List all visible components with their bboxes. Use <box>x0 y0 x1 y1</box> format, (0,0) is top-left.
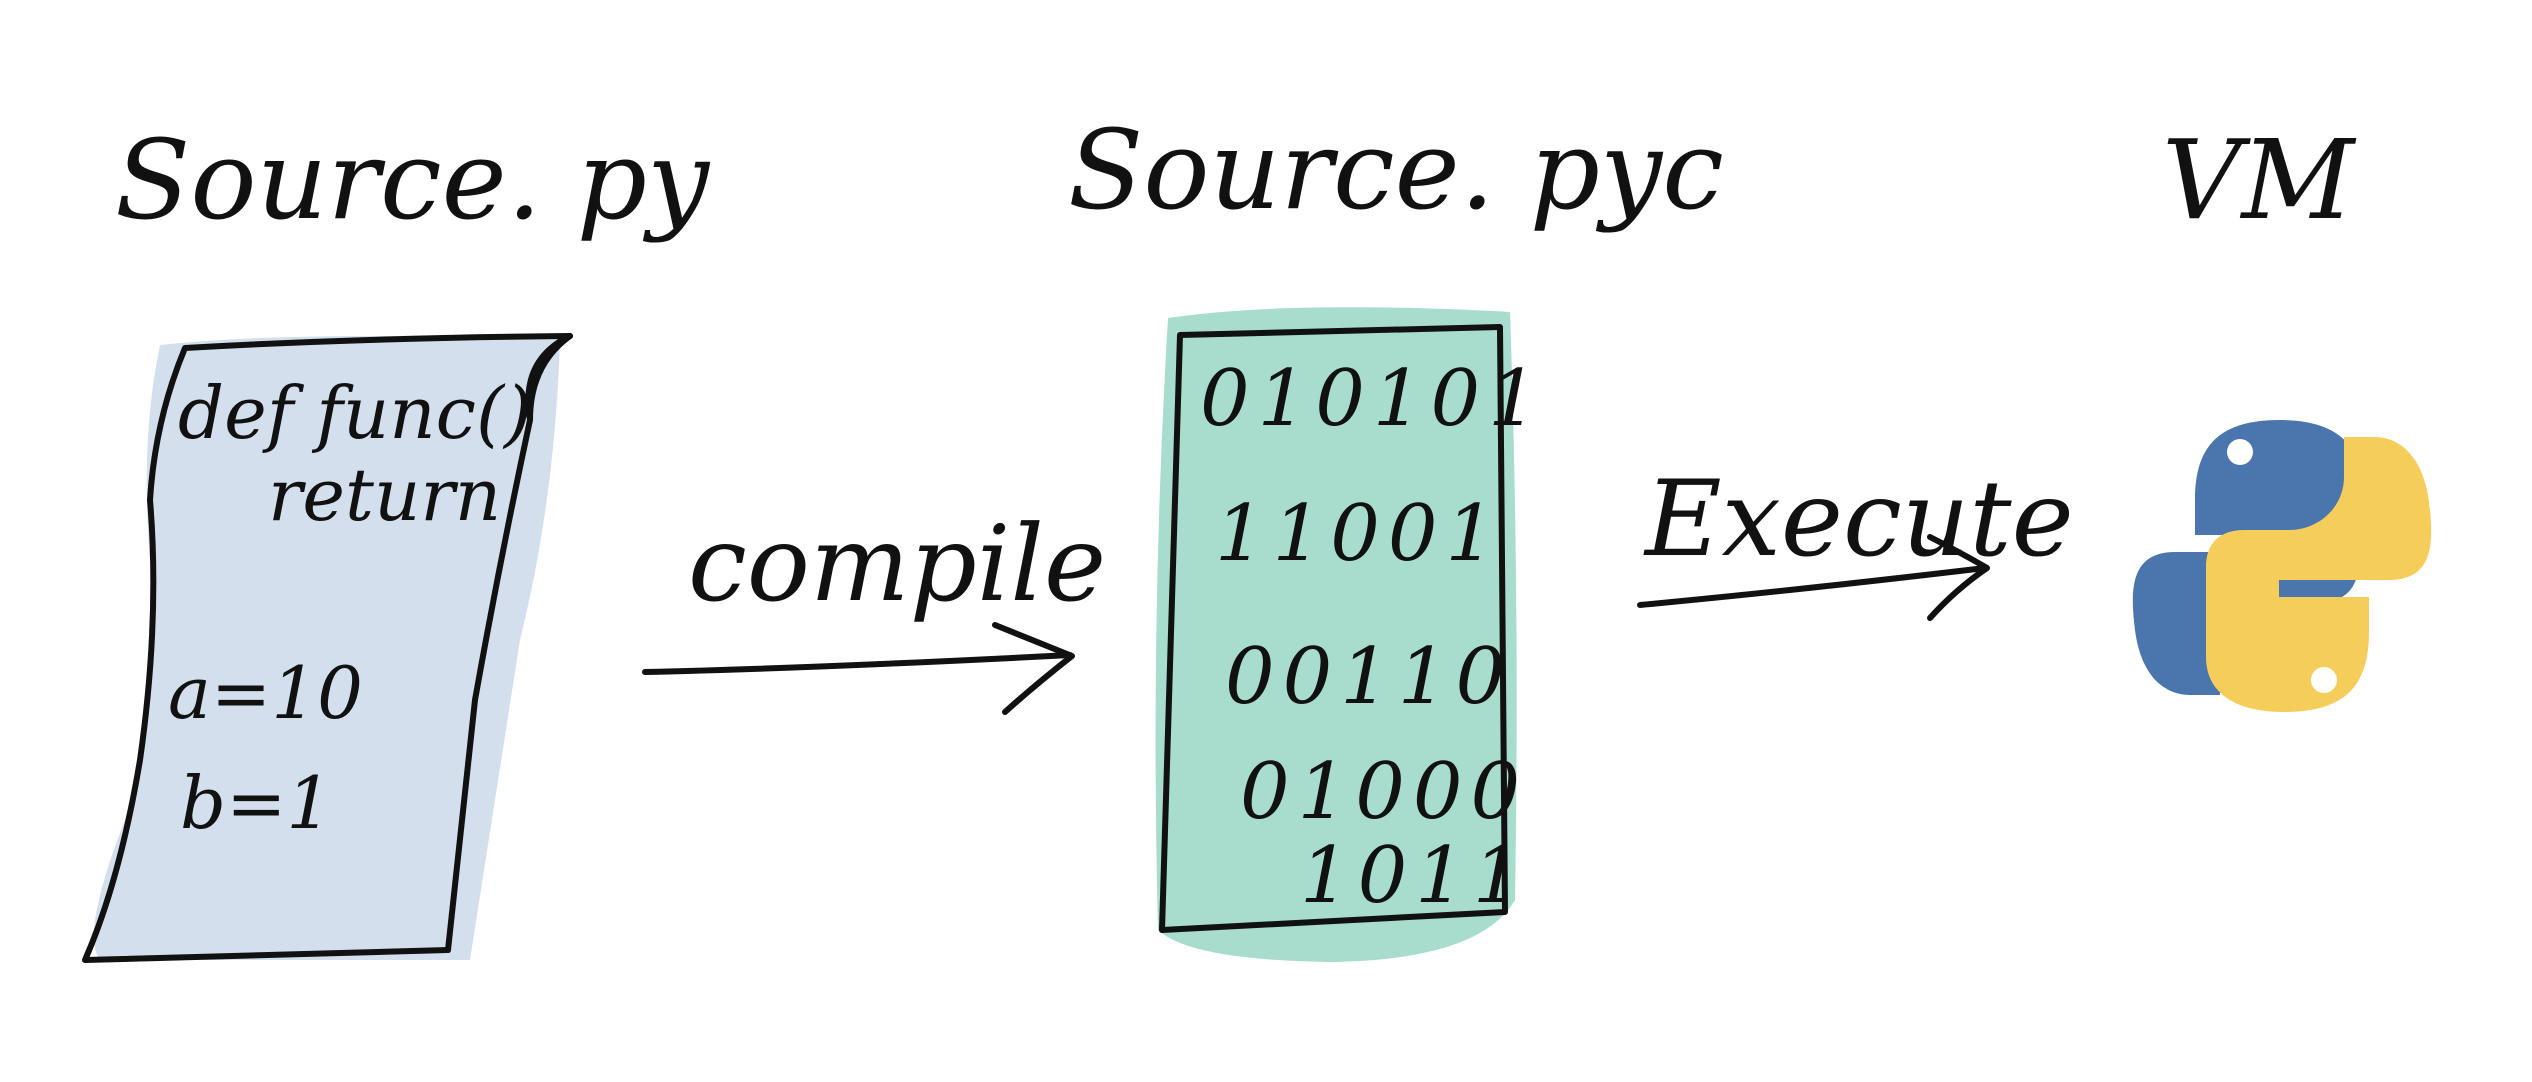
compile-arrow-head <box>992 622 1075 715</box>
code-line-4: b=1 <box>180 761 332 845</box>
execute-label: Execute <box>1643 458 2074 580</box>
python-logo-yellow-half <box>2206 437 2432 712</box>
compile-arrow: compile <box>642 503 1106 715</box>
code-line-3: a=10 <box>168 651 363 735</box>
code-line-1: def func() <box>178 371 532 455</box>
source-py-title: Source. py <box>115 116 711 244</box>
source-py-document-fill <box>93 336 560 960</box>
source-py-document-curl <box>527 333 573 423</box>
execute-arrow-shaft <box>1637 565 1988 608</box>
execute-arrow-head <box>1927 534 1990 621</box>
source-pyc-block: 010101 11001 00110 01000 1011 <box>1155 307 1546 962</box>
source-py-document: def func() return a=10 b=1 <box>82 333 573 963</box>
execute-arrow: Execute <box>1637 458 2074 621</box>
compile-arrow-shaft <box>642 652 1073 675</box>
python-logo-yellow-eye <box>2311 667 2337 693</box>
bits-line-5: 1011 <box>1300 831 1531 921</box>
source-pyc-block-outline <box>1159 324 1508 933</box>
python-logo-blue-eye <box>2227 439 2253 465</box>
code-line-2: return <box>268 453 501 537</box>
python-logo-icon <box>2132 420 2432 712</box>
bits-line-4: 01000 <box>1240 747 1528 837</box>
bits-line-3: 00110 <box>1225 632 1513 722</box>
source-pyc-block-fill <box>1155 307 1517 962</box>
bits-line-2: 11001 <box>1215 489 1503 579</box>
compile-label: compile <box>688 503 1106 625</box>
source-pyc-title: Source. pyc <box>1068 106 1724 234</box>
bits-line-1: 010101 <box>1200 354 1546 444</box>
source-py-document-outline <box>82 333 573 963</box>
vm-title: VM <box>2162 116 2356 244</box>
